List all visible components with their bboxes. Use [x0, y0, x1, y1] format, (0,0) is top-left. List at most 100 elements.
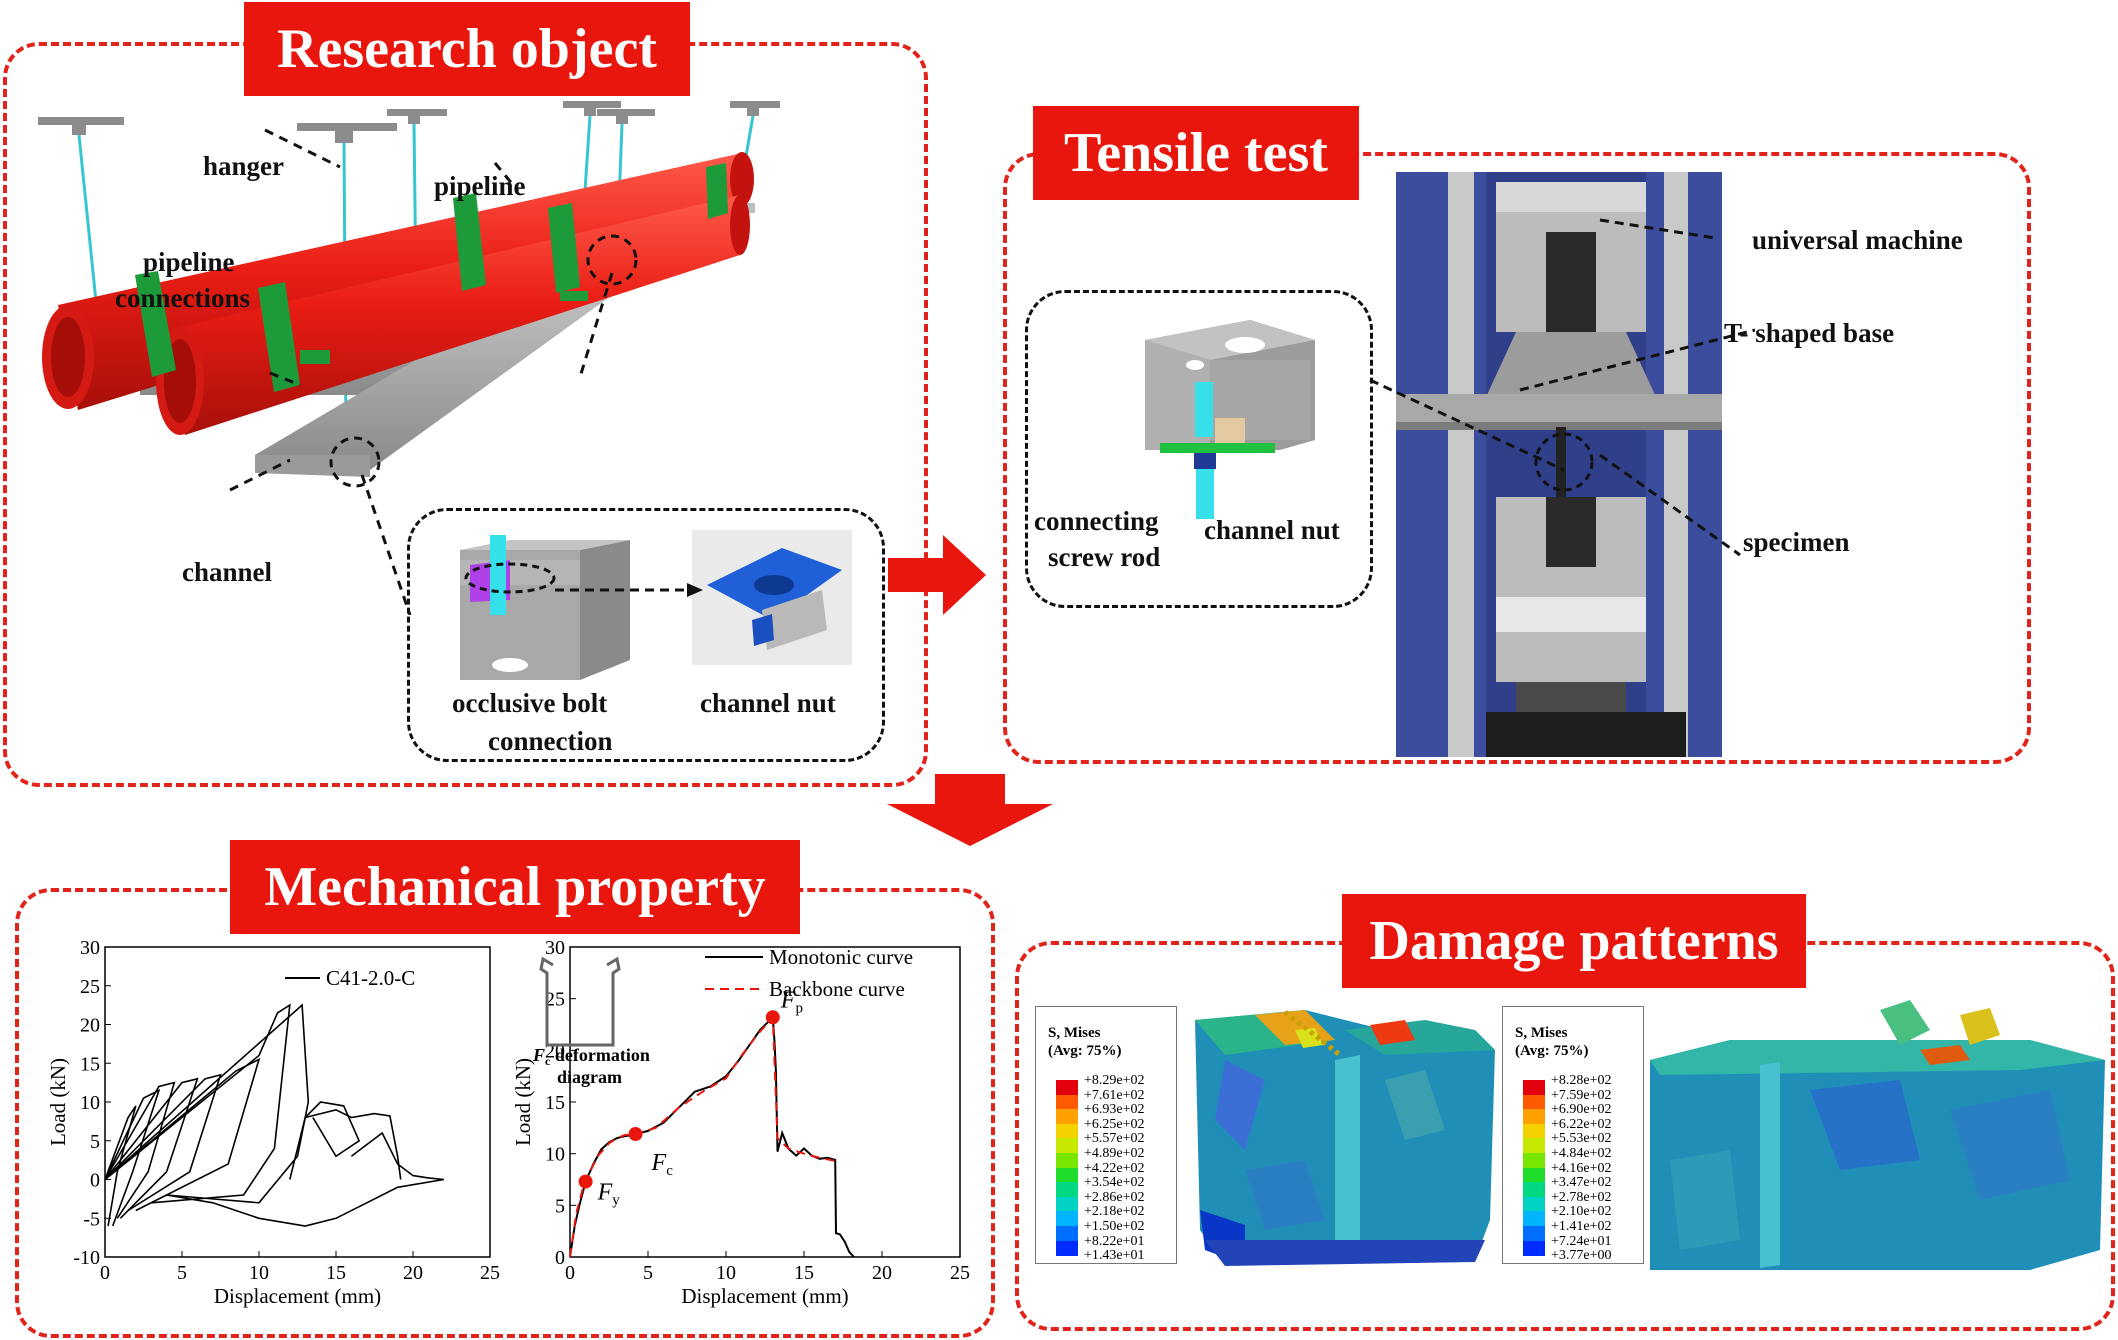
- y-tick-label: 5: [90, 1131, 100, 1153]
- legend-swatch: [1056, 1182, 1078, 1198]
- legend-value: +7.61e+02: [1084, 1087, 1145, 1103]
- x-axis-label: Displacement (mm): [681, 1284, 848, 1308]
- label-connecting-1: connecting: [1034, 506, 1159, 536]
- specimen-detail-box: [1025, 290, 1373, 608]
- series-line: [104, 1057, 261, 1212]
- legend-row: +2.10e+02: [1523, 1204, 1643, 1227]
- y-axis-label: Load (kN): [511, 1058, 535, 1146]
- legend-row: +5.53e+02: [1523, 1131, 1643, 1154]
- legend-value: +7.24e+01: [1551, 1233, 1612, 1249]
- legend-swatch: [1523, 1094, 1545, 1110]
- legend-swatch: [1523, 1080, 1545, 1095]
- key-point: [578, 1174, 593, 1189]
- legend-row: +6.22e+02: [1523, 1117, 1643, 1139]
- y-tick-label: 10: [545, 1144, 565, 1166]
- series-line: [104, 1088, 161, 1227]
- x-tick-label: 25: [480, 1262, 500, 1284]
- y-tick-label: -5: [83, 1208, 100, 1230]
- series-line: [104, 1073, 222, 1212]
- legend-row: +2.86e+02: [1056, 1189, 1176, 1212]
- series-line: [104, 1105, 137, 1227]
- label-hanger: hanger: [203, 151, 284, 181]
- key-point-sub: y: [612, 1193, 620, 1209]
- label-tensile-channel-nut: channel nut: [1204, 515, 1340, 545]
- legend-row: +7.59e+02: [1523, 1088, 1643, 1110]
- legend-left-title-1: S, Mises: [1048, 1025, 1101, 1041]
- legend-row: +1.43e+01: [1056, 1248, 1176, 1263]
- label-pipeline-connections-1: pipeline: [143, 247, 235, 277]
- y-tick-label: 10: [80, 1092, 100, 1114]
- inset-sub: c: [545, 1054, 551, 1068]
- label-channel: channel: [182, 557, 273, 587]
- legend-row: +4.89e+02: [1056, 1146, 1176, 1168]
- legend-swatch: [1523, 1167, 1545, 1183]
- legend-value: +2.10e+02: [1551, 1204, 1612, 1220]
- legend-row: +8.22e+01: [1056, 1234, 1176, 1256]
- x-tick-label: 20: [872, 1262, 892, 1284]
- x-tick-label: 10: [716, 1262, 736, 1284]
- legend-row: +7.24e+01: [1523, 1233, 1643, 1256]
- inset-text: deformation: [550, 1045, 649, 1065]
- y-tick-label: 30: [80, 937, 100, 959]
- legend-value: +6.90e+02: [1551, 1102, 1612, 1118]
- legend-value: +4.84e+02: [1551, 1146, 1612, 1161]
- legend-value: +2.86e+02: [1084, 1189, 1145, 1205]
- inset-label-1: Fc deformation: [532, 1045, 650, 1068]
- legend-value: +1.43e+01: [1084, 1248, 1145, 1264]
- inset-symbol: F: [532, 1045, 545, 1065]
- series-line: [350, 1131, 444, 1181]
- legend-swatch: [1056, 1196, 1078, 1212]
- channel-nut-photo: [692, 530, 852, 665]
- legend-swatch: [1056, 1123, 1078, 1139]
- leader-lines: [229, 128, 614, 615]
- x-tick-label: 0: [565, 1262, 575, 1284]
- legend-swatch: [1523, 1138, 1545, 1154]
- legend-row: +5.57e+02: [1056, 1131, 1176, 1154]
- legend-swatch: [1523, 1211, 1545, 1227]
- y-tick-label: 0: [555, 1247, 565, 1269]
- label-specimen: specimen: [1743, 527, 1850, 557]
- legend-swatch: [1523, 1182, 1545, 1198]
- legend-label: Monotonic curve: [769, 945, 913, 969]
- legend-value: +6.93e+02: [1084, 1102, 1145, 1118]
- legend-value: +1.41e+02: [1551, 1219, 1612, 1234]
- fe-model-right: [1650, 1000, 2105, 1270]
- y-tick-label: 15: [545, 1092, 565, 1114]
- legend-swatch: [1056, 1211, 1078, 1227]
- detail-circles: [329, 234, 638, 488]
- legend-row: +2.18e+02: [1056, 1204, 1176, 1227]
- mises-legend-right: S, Mises (Avg: 75%) +8.28e+02+7.59e+02+6…: [1502, 1006, 1644, 1264]
- legend-swatch: [1056, 1226, 1078, 1241]
- label-connecting-2: screw rod: [1048, 542, 1161, 572]
- key-point-sub: p: [795, 1000, 803, 1016]
- inset-label-2: diagram: [557, 1067, 622, 1087]
- pipe-front: [156, 195, 750, 435]
- legend-right-title-2: (Avg: 75%): [1515, 1043, 1589, 1059]
- connection-detail-box: [407, 508, 885, 762]
- series-line: [104, 1077, 199, 1219]
- plot-frame: [104, 946, 491, 1258]
- series-line: [289, 1108, 402, 1180]
- legend-value: +2.18e+02: [1084, 1204, 1145, 1220]
- tensile-leaders: [1369, 218, 1756, 557]
- pipeline-illustration: [38, 101, 780, 615]
- legend-row: +8.29e+02: [1056, 1073, 1176, 1095]
- legend-value: +3.54e+02: [1084, 1175, 1145, 1191]
- key-point: [765, 1010, 780, 1025]
- legend-swatch: [1056, 1094, 1078, 1110]
- x-tick-label: 5: [177, 1262, 187, 1284]
- tensile-test-title: Tensile test: [1033, 106, 1359, 200]
- y-tick-label: -10: [73, 1247, 100, 1269]
- y-tick-label: 0: [90, 1170, 100, 1192]
- x-tick-label: 5: [643, 1262, 653, 1284]
- y-tick-label: 20: [80, 1015, 100, 1037]
- specimen-detail-image: [1145, 320, 1315, 519]
- legend-swatch: [1056, 1240, 1078, 1256]
- y-tick-label: 5: [555, 1195, 565, 1217]
- x-tick-label: 20: [403, 1262, 423, 1284]
- fe-model-left: [1195, 1010, 1495, 1266]
- tensile-test-panel: [1003, 152, 2031, 764]
- universal-machine-photo: [1396, 172, 1722, 757]
- legend-value: +1.50e+02: [1084, 1219, 1145, 1234]
